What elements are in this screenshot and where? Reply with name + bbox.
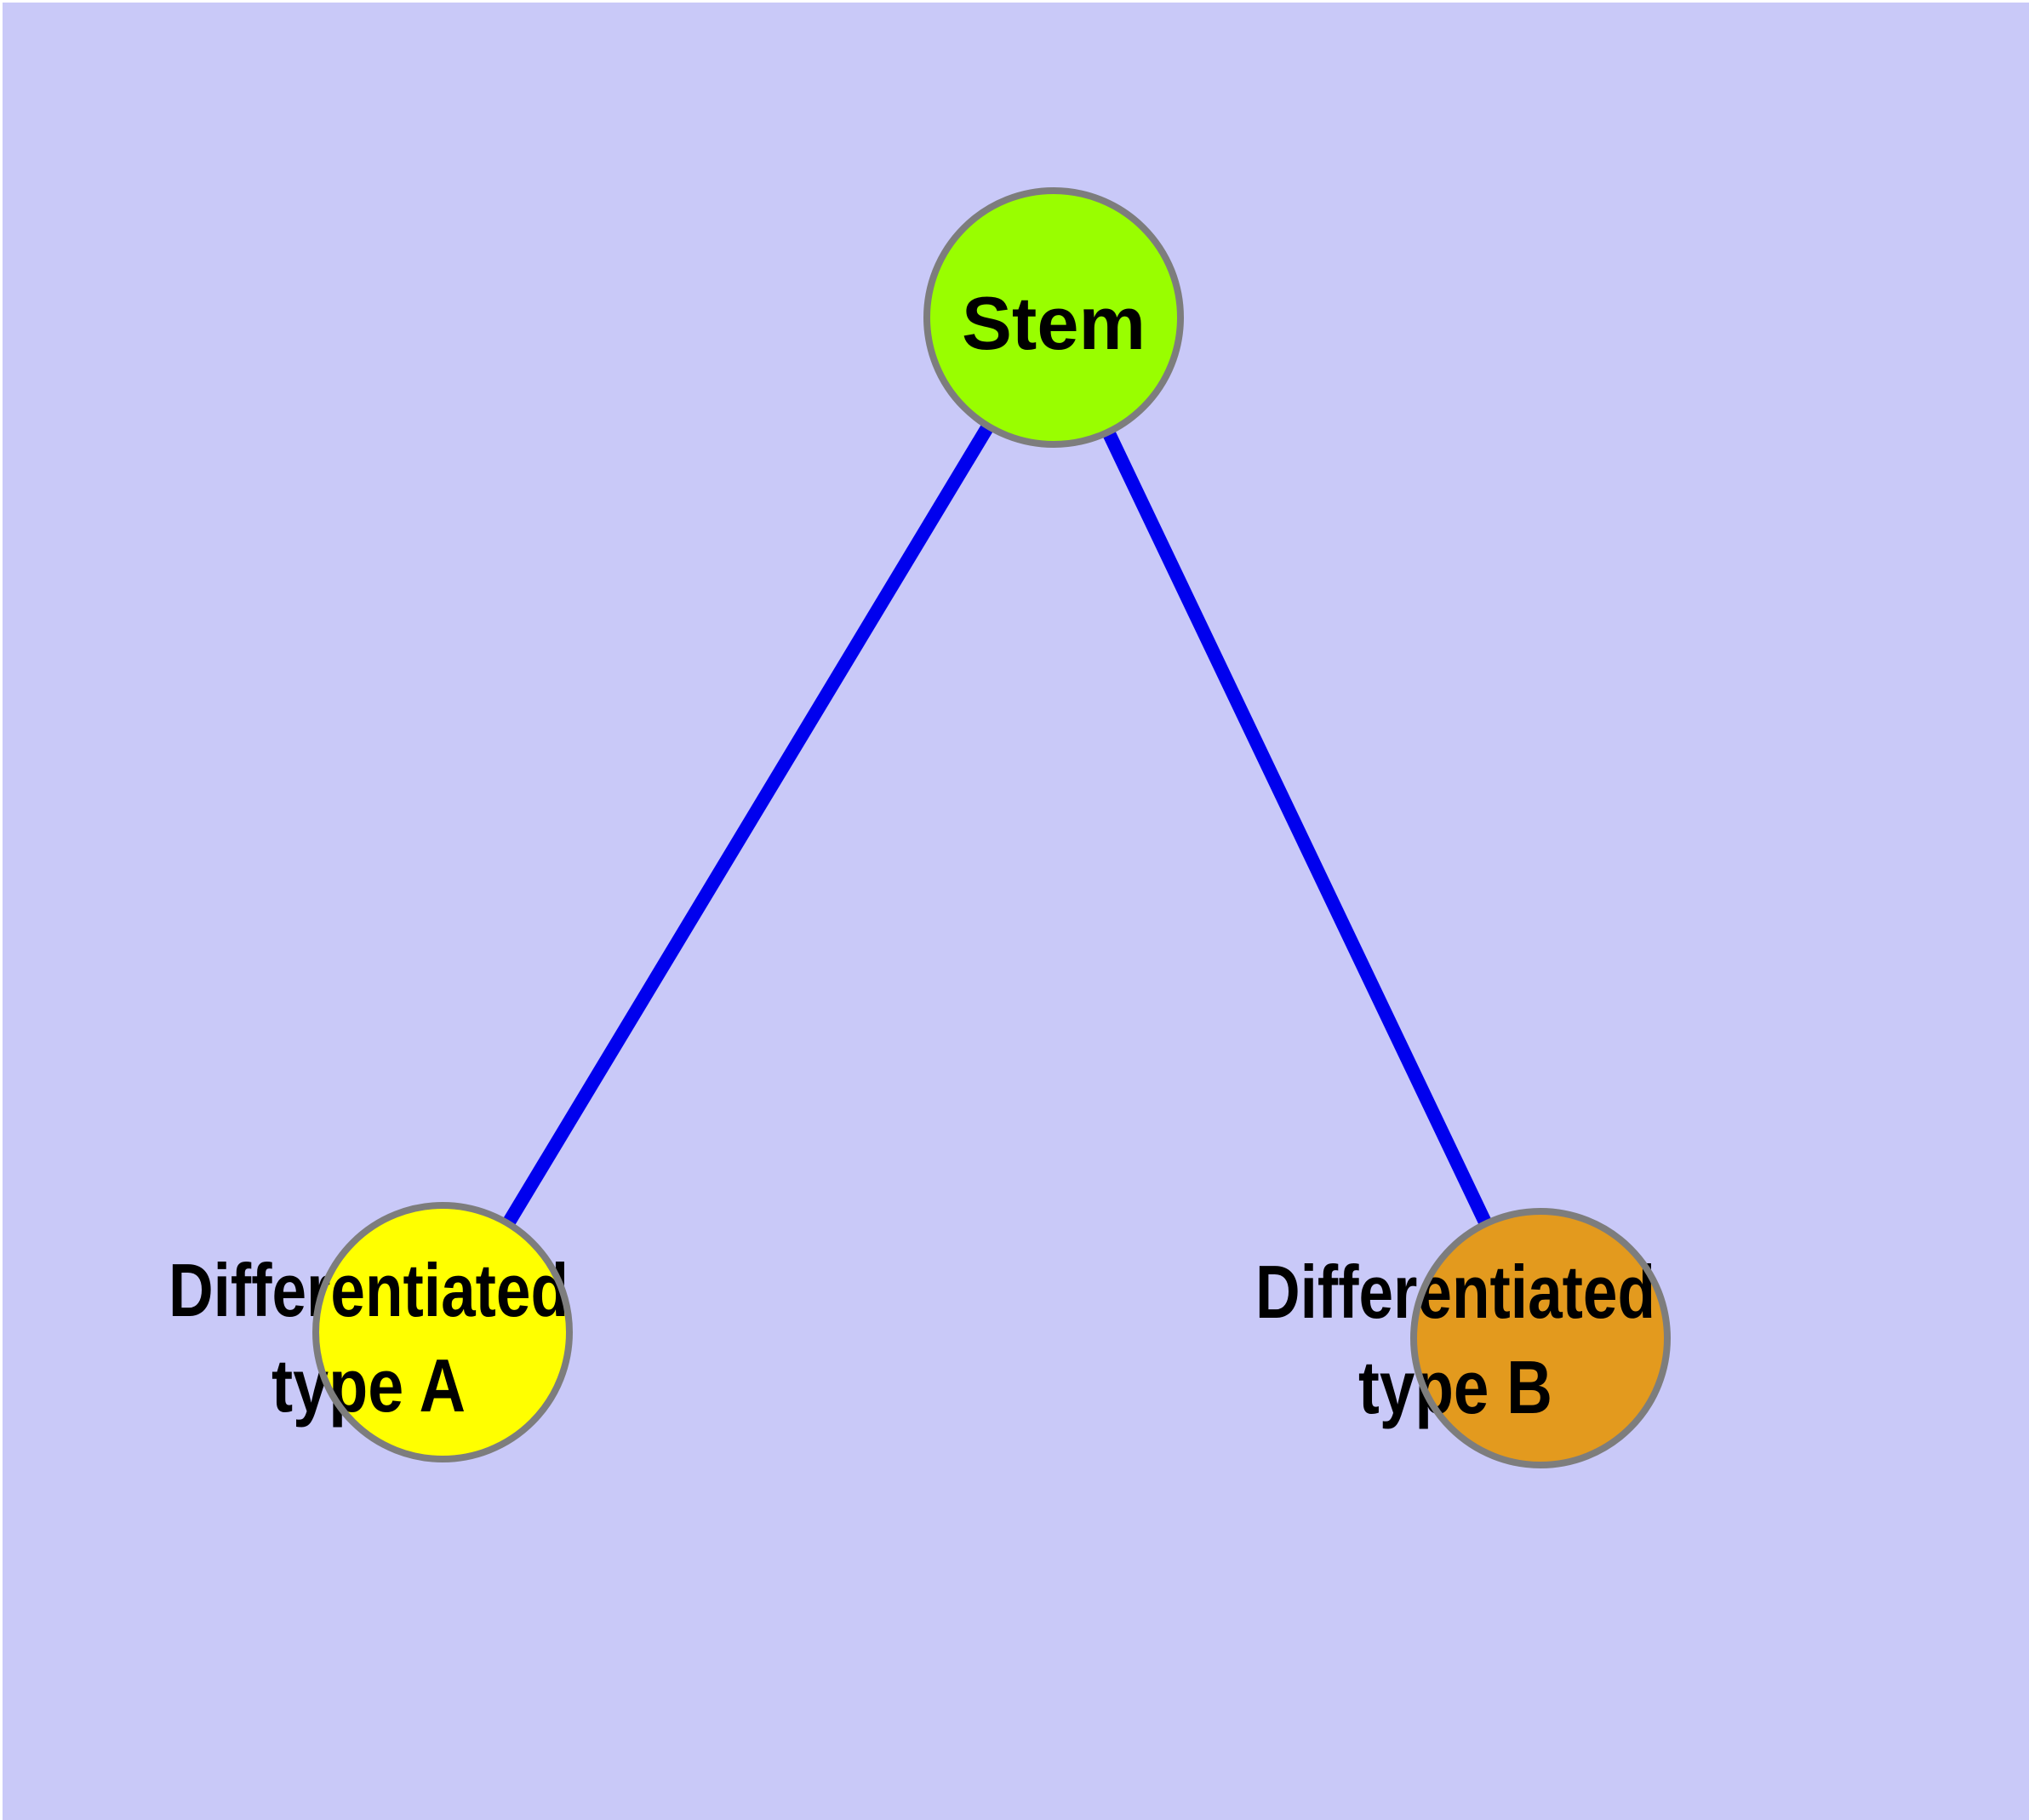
node-stem-label: Stem [962, 281, 1146, 365]
node-type-a-label-line2: type A [271, 1343, 466, 1428]
node-type-b-circle [1414, 1211, 1667, 1465]
node-type-b-label-line1: Differentiated [1255, 1250, 1655, 1334]
edge-stem-to-type-b [1047, 314, 1547, 1342]
node-type-a-label-line1: Differentiated [169, 1248, 569, 1332]
node-type-b-label-line2: type B [1358, 1345, 1552, 1429]
node-type-b-border [1410, 1208, 1671, 1468]
node-type-a-circle [316, 1205, 569, 1459]
node-stem-circle [927, 191, 1180, 444]
edge-stem-to-type-a [437, 313, 1060, 1336]
node-stem-border [923, 187, 1184, 448]
node-type-a-border [312, 1202, 573, 1462]
